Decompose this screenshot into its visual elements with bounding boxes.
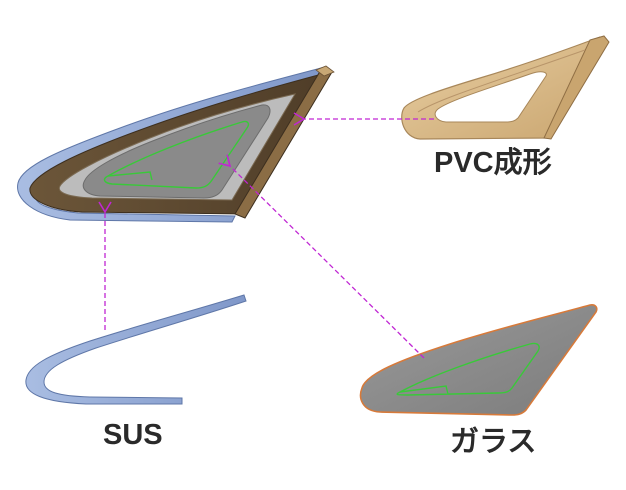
assembly-silk-line [103,120,250,189]
pvc-inner-opening [434,71,547,123]
glass-part [359,304,598,416]
arrows [98,112,434,359]
sus-part [25,294,247,405]
assembly-right-edge-top [315,65,335,77]
glass-silk-line [396,342,540,396]
pvc-part [401,35,610,140]
assembled-window [17,65,335,223]
label-pvc-molding: PVC成形 [434,147,552,179]
sus-strip [25,294,247,405]
label-glass: ガラス [450,426,537,458]
arrow-glass-to-assembly [218,154,425,359]
pvc-inner-ridge [417,49,586,113]
pvc-right-rim [543,35,610,140]
label-sus: SUS [103,419,163,451]
